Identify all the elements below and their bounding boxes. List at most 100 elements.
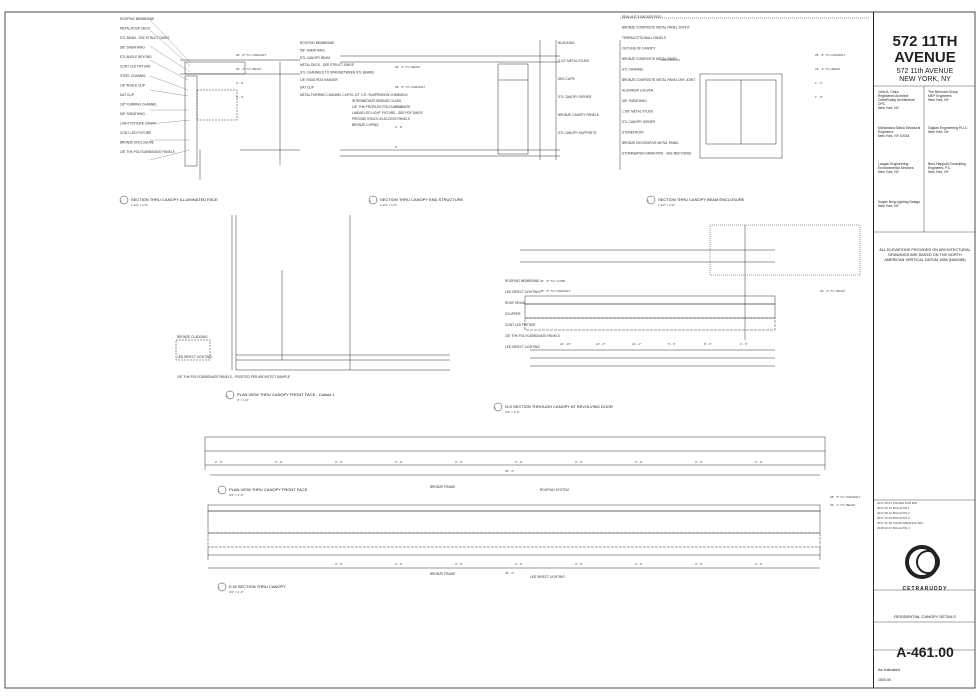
d3-label: TERRACOTTA WALL PANELS [622,36,666,40]
d6-dimension: 3' - 0" [395,460,403,464]
d1-label: 1/8" ANGLE CLIP [120,84,145,88]
d6-dimension: 3' - 0" [335,460,343,464]
detail-number: 1 [120,200,122,204]
detail-title: PLAN VIEW THRU CANOPY FRONT FACE [229,487,308,492]
revision-entry: 2017.10.04 BULLETIN 3 [877,516,910,520]
d7-dimension: 30' - 0" [505,571,514,575]
detail-scale: 3/4" = 1'-0" [505,410,520,414]
d5-label: CONT LED FIXTURE [505,323,536,327]
d2-label: BRONZE CANOPY PANELS [558,113,599,117]
d5-dimension: 24' - 10" [560,342,571,346]
d3-label: STORMWATER DRAIN PIPE - SEE MEP DWGS [622,152,691,156]
d5-dimension: 2' - 0" [740,342,748,346]
d2-label: 1/8" RIGID ROD HANGER [300,78,338,82]
sheet-number: A-461.00 [896,644,954,660]
d2-label: BRONZE COPING [352,123,379,127]
detail-1-leaders [149,19,191,161]
d5-label: LED DIRECT LIGHTING [505,345,540,349]
elevation-datum-note: ALL ELEVATIONS PROVIDED ON ARCHITECTURAL… [879,248,971,262]
detail-number: 3 [647,200,649,204]
d6-label: BRONZE FRAME [430,485,455,489]
detail-scale: 3/4" = 1'-0" [229,590,244,594]
d3-label: 1 5/8" METAL STUDS [622,110,653,114]
detail-number: 2 [369,200,371,204]
d1-label: 1/8" THK POLYCARBONATE PANELS [120,150,175,154]
d5-label: ROOFING MEMBRANE [505,279,539,283]
title-block-lines [873,85,975,651]
d7-dimension: 3' - 0" [755,562,763,566]
detail-number: 4 [226,395,228,399]
d6-dimension: 3' - 0" [695,460,703,464]
d1-dimension: 2' - 4" [236,95,244,99]
d6-dimension: 2' - 6" [755,460,763,464]
d7-dimension: 3' - 0" [455,562,463,566]
d2-dimension: 28' - 8" T.O. PARAPET [395,85,425,89]
d7-dimension: 3' - 0" [515,562,523,566]
detail-number: 7 [218,587,220,591]
d3-dimension: 26' - 4" T.O. BEAM [815,67,840,71]
detail-title: PLAN VIEW THRU CANOPY FRONT FACE - Callo… [237,392,335,397]
d6-dimension: 3' - 0" [575,460,583,464]
detail-2-section [340,40,560,205]
detail-title: SECTION THRU CANOPY END STRUCTURE [380,197,464,202]
cetraruddy-logo-icon [905,545,940,579]
d5-dimension: 10' - 6" [596,342,605,346]
d7-dimension: 3' - 0" [395,562,403,566]
detail-5-section [493,224,861,412]
d2-label: STL CHANNELS TO SPAN BETWEEN STL BEAMS [300,71,374,75]
d2-dimension: 1' - 0" [395,105,403,109]
d1-label: 5/8" SHEATHING [120,46,145,50]
d6-dimension: 2' - 6" [215,460,223,464]
d3-dimension: 1' - 0" [815,95,823,99]
d6-label: ROOFING SYSTEM [540,488,569,492]
d7-label: LED DIRECT LIGHTING [530,575,565,579]
d2-dimension: 2' - 6" [395,125,403,129]
firm-name: CETRARUDDY [902,586,948,592]
d2-label: 5/8" SHEATHING [300,48,325,52]
detail-title: E-W SECTION THRU CANOPY [229,584,286,589]
d4-label: LED DIRECT LIGHTING [177,355,212,359]
detail-7-section [207,504,821,592]
sheet-scale: As indicated [878,667,900,672]
d2-label: LINEAR LED LIGHT FIXTURE - SEE PDF DWGS [352,111,423,115]
d7-dimension: 3' - 0" [575,562,583,566]
d1-dimension: 28' - 8" T.O. PARAPET [236,53,266,57]
title-block: 572 11TH AVENUE 572 11th AVENUE NEW YORK… [873,12,976,688]
d2-label: 1 1/2" C.R. SUSPENSION CHANNELS [352,93,408,97]
d1-dimension: 3' - 0" [236,81,244,85]
revision-entry: 2017.12.18 CONFORMANCE SET [877,521,924,525]
revision-entry: 2017.06.15 BULLETIN 1 [877,506,910,510]
d1-label: STL BEAM - SEE STRUCT DWGS [120,36,169,40]
d1-label: STL ANGLE BEYOND [120,55,152,59]
d6-dimension: 3' - 0" [635,460,643,464]
d7-dimension: 3' - 0" [695,562,703,566]
d3-label: BRONZE COMPOSITE METAL PANEL SOFFIT [622,26,690,30]
d2-label: DES CLIPS [558,77,575,81]
d5-dimension: 8' - 0" [704,342,712,346]
d3-label: SEALANT & BACKER ROD [622,15,662,19]
d3-label: STL CHANNEL [622,68,644,72]
consultant-5: Langan Engineering Environmental Service… [878,162,914,174]
d6-dimension: 3' - 0" [515,460,523,464]
d5-dimension: 13' - 0" [632,342,641,346]
consultant-4: Gaglan Engineering PLLC New York, NY [928,126,968,134]
project-address: 572 11th AVENUE NEW YORK, NY [874,68,976,84]
d5-label: LED DIRECT LIGHTING [505,290,540,294]
detail-scale: 3/4" = 1'-0" [229,493,244,497]
sheet-border [4,11,976,689]
address-line-1: 572 11th AVENUE [896,68,954,75]
d2-label: METAL DECK - SEE STRUCT DWGS [300,63,354,67]
detail-scale: 1 1/2" = 1'-0" [131,203,148,207]
detail-scale: 1 1/2" = 1'-0" [380,203,397,207]
sheet-title: RESIDENTIAL CANOPY DETAILS [894,614,956,619]
detail-number: 6 [218,490,220,494]
d3-dimension: 1' - 3" [815,81,823,85]
d5-label: 1/8" THK POLYCARBONATE PANELS [505,334,560,338]
d5-dimension: 5' - 0" [668,342,676,346]
detail-title: N-S SECTION THROUGH CANOPY AT REVOLVING … [505,404,613,409]
d1-label: 5/8" SHEATHING [120,112,145,116]
d2-label: METAL FURRING CHANNEL CLIPS [300,93,352,97]
d7-dimension: 28' - 8" T.O. PARAPET [830,495,860,499]
